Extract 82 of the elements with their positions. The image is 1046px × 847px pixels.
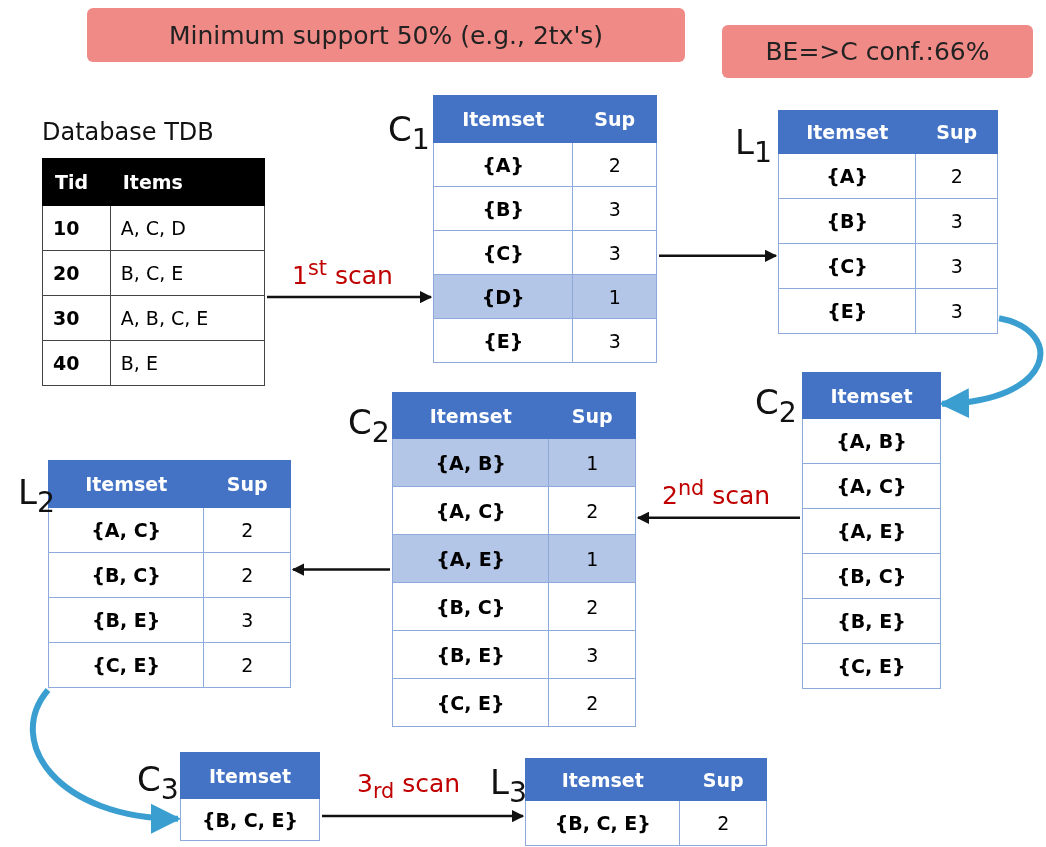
header-cell: Items [110, 158, 265, 206]
table-cell: 2 [915, 153, 998, 199]
table-cell: {A, C} [392, 486, 549, 535]
note-box: Minimum support 50% (e.g., 2tx's) [87, 8, 685, 62]
table-cell: 2 [203, 642, 291, 688]
table-cell: {B, C, E} [180, 798, 320, 841]
table-cell: {B, E} [802, 598, 941, 644]
table-cell: {C} [778, 243, 916, 289]
header-cell: Itemset [525, 758, 680, 801]
table-cell: 3 [203, 597, 291, 643]
table-cell: {E} [778, 288, 916, 334]
table-cell: {B} [778, 198, 916, 244]
table-cell: 2 [679, 800, 767, 846]
table-cell: {A, E} [392, 534, 549, 583]
table-label: L$_{1}$ [735, 125, 772, 168]
table-cell: {A, B} [802, 418, 941, 464]
table-cell: {A, B} [392, 438, 549, 487]
table-cell: {C, E} [802, 643, 941, 689]
header-cell: Sup [572, 95, 657, 143]
table-cell: 3 [572, 230, 657, 275]
table-cell: {C, E} [48, 642, 204, 688]
header-cell: Sup [203, 460, 291, 508]
table-cell: 2 [548, 486, 636, 535]
table-cell: {C} [433, 230, 573, 275]
table-cell: 2 [203, 552, 291, 598]
arrow [291, 563, 390, 576]
arrow [659, 249, 778, 263]
table-label: C$_{1}$ [388, 112, 430, 155]
table-title: Database TDB [42, 118, 214, 146]
arrow [636, 511, 800, 525]
table-cell: {B, E} [48, 597, 204, 643]
table-cell: 30 [42, 295, 111, 341]
table-cell: {A} [433, 142, 573, 187]
table-cell: {D} [433, 274, 573, 319]
table-cell: 3 [915, 288, 998, 334]
table-cell: A, C, D [110, 205, 265, 251]
arrow [29, 688, 181, 833]
table-cell: 3 [572, 318, 657, 363]
header-cell: Itemset [802, 372, 941, 419]
table-cell: B, E [110, 340, 265, 386]
table-cell: {B, C, E} [525, 800, 680, 846]
header-cell: Itemset [392, 392, 549, 439]
table-cell: A, B, C, E [110, 295, 265, 341]
table-cell: {B, C} [802, 553, 941, 599]
table-cell: {C, E} [392, 678, 549, 727]
table-cell: 3 [915, 243, 998, 289]
table-label: C$_{3}$ [137, 762, 179, 805]
header-cell: Itemset [433, 95, 573, 143]
table-cell: {E} [433, 318, 573, 363]
header-cell: Itemset [180, 752, 320, 799]
table-label: C$_{2}$ [755, 385, 797, 428]
arrow [267, 290, 433, 304]
table-cell: {B} [433, 186, 573, 231]
table-cell: 3 [548, 630, 636, 679]
table-cell: {A, E} [802, 508, 941, 554]
table-cell: 1 [572, 274, 657, 319]
header-cell: Sup [679, 758, 767, 801]
arrow [322, 809, 525, 823]
table-cell: 2 [572, 142, 657, 187]
table-cell: {B, C} [48, 552, 204, 598]
table-cell: 1 [548, 438, 636, 487]
table-cell: 2 [548, 582, 636, 631]
table-cell: 2 [548, 678, 636, 727]
table-cell: 20 [42, 250, 111, 296]
table-cell: 40 [42, 340, 111, 386]
table-cell: {A, C} [802, 463, 941, 509]
note-box: BE=>C conf.:66% [722, 25, 1033, 78]
table-cell: 3 [572, 186, 657, 231]
table-cell: {B, E} [392, 630, 549, 679]
header-cell: Sup [915, 110, 998, 154]
table-cell: {B, C} [392, 582, 549, 631]
header-cell: Itemset [778, 110, 916, 154]
table-cell: {A} [778, 153, 916, 199]
table-cell: 10 [42, 205, 111, 251]
header-cell: Tid [42, 158, 111, 206]
table-cell: 3 [915, 198, 998, 244]
table-cell: 1 [548, 534, 636, 583]
table-cell: B, C, E [110, 250, 265, 296]
header-cell: Sup [548, 392, 636, 439]
table-cell: 2 [203, 507, 291, 553]
table-label: C$_{2}$ [348, 405, 390, 448]
table-label: L$_{3}$ [490, 765, 527, 808]
